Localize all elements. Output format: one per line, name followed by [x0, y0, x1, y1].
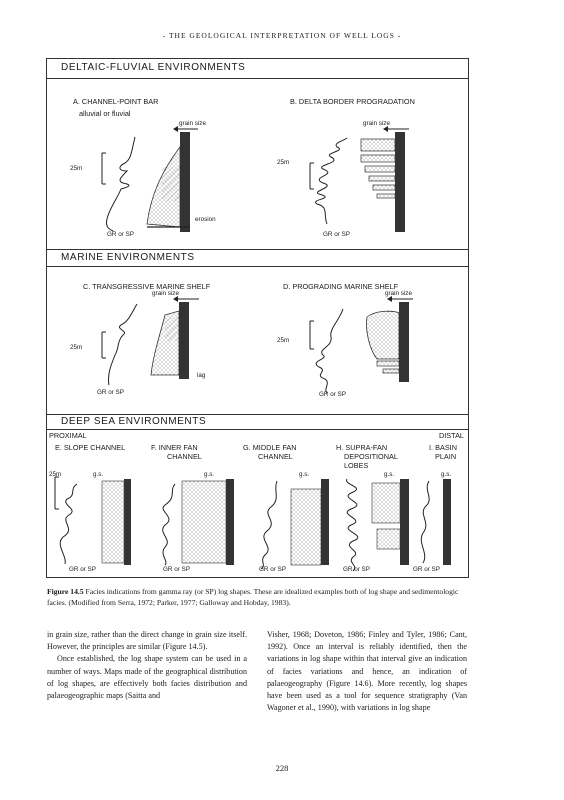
scale-label: 25m — [49, 471, 62, 478]
left-paragraph-2: Once established, the log shape system c… — [47, 654, 247, 701]
panel-h-subtitle2: LOBES — [344, 461, 369, 470]
panel-g-subtitle: CHANNEL — [258, 452, 293, 461]
right-column: Visher, 1968; Doveton, 1986; Finley and … — [267, 629, 467, 714]
panel-a-subtitle: alluvial or fluvial — [79, 109, 131, 118]
scale-label: 25m — [277, 159, 290, 166]
log-curve-c — [108, 303, 138, 386]
caption-text: Facies indications from gamma ray (or SP… — [47, 587, 459, 607]
figure-14-5: DELTAIC-FLUVIAL ENVIRONMENTS MARINE ENVI… — [46, 58, 469, 578]
panel-c-title: C. TRANSGRESSIVE MARINE SHELF — [83, 282, 211, 291]
gs-label: g.s. — [441, 471, 452, 478]
gr-sp-label: GR or SP — [259, 566, 286, 573]
panel-d-title: D. PROGRADING MARINE SHELF — [283, 282, 399, 291]
panel-e-title: E. SLOPE CHANNEL — [55, 443, 126, 452]
panel-i-subtitle: PLAIN — [435, 452, 457, 461]
gr-sp-label: GR or SP — [323, 231, 350, 238]
gs-label: g.s. — [384, 471, 395, 478]
grain-size-label: grain size — [385, 290, 412, 297]
log-curve-g — [260, 480, 278, 570]
gs-label: g.s. — [93, 471, 104, 478]
panel-f-title: F. INNER FAN — [151, 443, 198, 452]
log-curve-f — [162, 483, 176, 566]
log-curve-d — [315, 308, 344, 394]
lag-label: lag — [197, 372, 206, 379]
panel-h-title: H. SUPRA-FAN — [336, 443, 388, 452]
section-deltaic-fluvial: DELTAIC-FLUVIAL ENVIRONMENTS — [47, 59, 468, 79]
page-number: 228 — [275, 763, 289, 773]
section-marine: MARINE ENVIRONMENTS — [47, 249, 468, 267]
caption-lead: Figure 14.5 — [47, 587, 84, 596]
panel-b-title: B. DELTA BORDER PROGRADATION — [290, 97, 415, 106]
figure-drawing — [54, 126, 451, 572]
right-paragraph-1: Visher, 1968; Doveton, 1986; Finley and … — [267, 630, 467, 713]
gr-sp-label: GR or SP — [163, 566, 190, 573]
panel-h-subtitle: DEPOSITIONAL — [344, 452, 398, 461]
gr-sp-label: GR or SP — [69, 566, 96, 573]
scale-label: 25m — [70, 165, 83, 172]
gr-sp-label: GR or SP — [107, 231, 134, 238]
gr-sp-label: GR or SP — [413, 566, 440, 573]
gr-sp-label: GR or SP — [343, 566, 370, 573]
panel-f-subtitle: CHANNEL — [167, 452, 202, 461]
prograding-fill-d — [366, 310, 400, 360]
gs-label: g.s. — [204, 471, 215, 478]
proximal-label: PROXIMAL — [49, 431, 87, 440]
running-header: - THE GEOLOGICAL INTERPRETATION OF WELL … — [162, 31, 402, 40]
scale-label: 25m — [277, 337, 290, 344]
panel-a-title: A. CHANNEL-POINT BAR — [73, 97, 159, 106]
panel-i-title: I. BASIN — [429, 443, 457, 452]
log-curve-a — [106, 136, 136, 232]
log-curve-i — [420, 480, 430, 564]
gs-label: g.s. — [299, 471, 310, 478]
log-curve-h — [346, 478, 359, 572]
gr-sp-label: GR or SP — [97, 389, 124, 396]
section-deep-sea: DEEP SEA ENVIRONMENTS — [47, 414, 468, 430]
grain-size-label: grain size — [152, 290, 179, 297]
log-curve-b — [315, 137, 348, 225]
grain-size-label: grain size — [179, 120, 206, 127]
left-paragraph-1: in grain size, rather than the direct ch… — [47, 630, 247, 652]
grain-size-label: grain size — [363, 120, 390, 127]
panel-g-title: G. MIDDLE FAN — [243, 443, 297, 452]
left-column: in grain size, rather than the direct ch… — [47, 629, 247, 702]
log-curve-e — [59, 483, 78, 565]
gr-sp-label: GR or SP — [319, 391, 346, 398]
distal-label: DISTAL — [438, 431, 464, 440]
scale-label: 25m — [70, 344, 83, 351]
figure-caption: Figure 14.5 Facies indications from gamm… — [47, 586, 467, 608]
erosion-label: erosion — [195, 216, 216, 223]
